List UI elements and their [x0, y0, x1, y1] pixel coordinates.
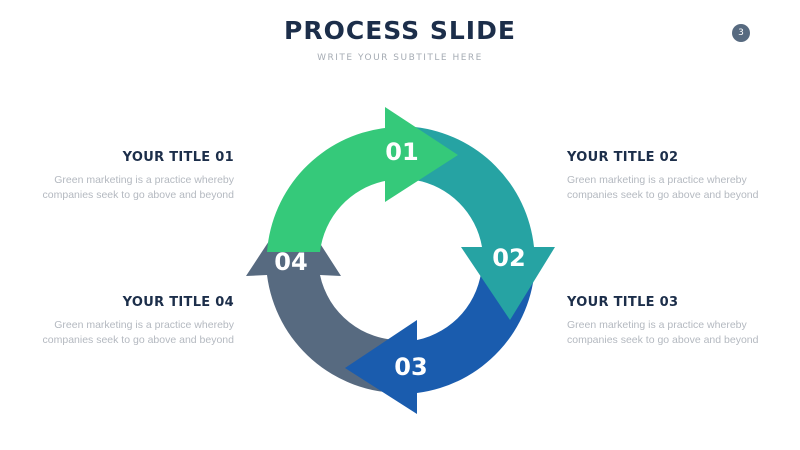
step-desc-04: Green marketing is a practice whereby co…: [0, 318, 234, 348]
step-number-02: 02: [492, 244, 525, 272]
step-desc-04-line1: Green marketing is a practice whereby: [54, 319, 234, 331]
cycle-arrow-02-shape: [415, 127, 555, 320]
step-title-01: YOUR TITLE 01: [122, 150, 234, 165]
step-block-04: YOUR TITLE 04 Green marketing is a pract…: [0, 295, 234, 348]
step-desc-03-line2: companies seek to go above and beyond: [567, 334, 759, 346]
cycle-arrow-02: 02: [415, 127, 555, 320]
step-number-04: 04: [274, 248, 307, 276]
cycle-arrow-01: 01: [267, 107, 458, 252]
cycle-arrow-03-shape: [345, 265, 535, 414]
step-desc-04-line2: companies seek to go above and beyond: [42, 334, 234, 346]
step-block-03: YOUR TITLE 03 Green marketing is a pract…: [567, 295, 800, 348]
step-desc-01-line2: companies seek to go above and beyond: [42, 189, 234, 201]
page-number-badge: 3: [732, 24, 750, 42]
step-title-03: YOUR TITLE 03: [567, 295, 679, 310]
cycle-arrow-01-shape: [267, 107, 458, 252]
step-desc-02: Green marketing is a practice whereby co…: [567, 173, 800, 203]
step-desc-01-line1: Green marketing is a practice whereby: [54, 174, 234, 186]
step-number-01: 01: [385, 138, 418, 166]
step-desc-03: Green marketing is a practice whereby co…: [567, 318, 800, 348]
step-block-01: YOUR TITLE 01 Green marketing is a pract…: [0, 150, 234, 203]
slide-subtitle: WRITE YOUR SUBTITLE HERE: [317, 53, 483, 63]
step-desc-01: Green marketing is a practice whereby co…: [0, 173, 234, 203]
step-desc-03-line1: Green marketing is a practice whereby: [567, 319, 747, 331]
cycle-arrow-03: 03: [345, 265, 535, 414]
step-number-03: 03: [394, 353, 427, 381]
step-desc-02-line1: Green marketing is a practice whereby: [567, 174, 747, 186]
step-title-02: YOUR TITLE 02: [567, 150, 679, 165]
step-title-04: YOUR TITLE 04: [122, 295, 234, 310]
step-block-02: YOUR TITLE 02 Green marketing is a pract…: [567, 150, 800, 203]
step-desc-02-line2: companies seek to go above and beyond: [567, 189, 759, 201]
slide-title: PROCESS SLIDE: [284, 16, 516, 45]
